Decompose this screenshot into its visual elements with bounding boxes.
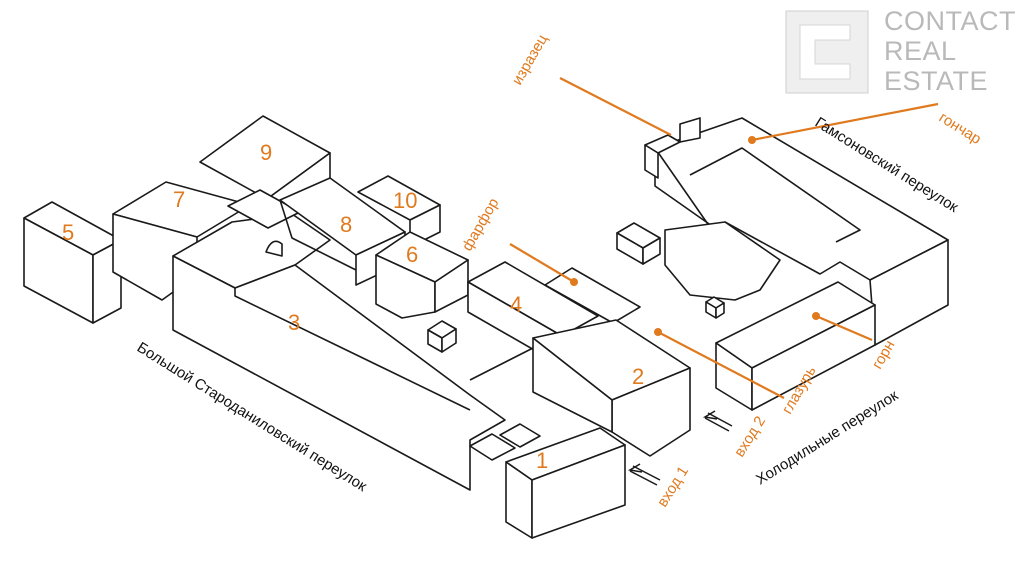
label-vkhod-2: вход 2 xyxy=(731,413,769,460)
building-1 xyxy=(469,423,626,539)
small-structure-b xyxy=(616,222,661,265)
label-farfor: фарфор xyxy=(459,195,503,254)
building-number-3: 3 xyxy=(288,310,300,335)
building-number-2: 2 xyxy=(632,364,644,389)
building-number-10: 10 xyxy=(393,188,417,213)
label-gonchar: гончар xyxy=(936,109,984,148)
entrance-2-arrow-icon xyxy=(702,410,733,432)
building-number-7: 7 xyxy=(173,187,185,212)
label-vkhod-1: вход 1 xyxy=(654,463,692,510)
contact-real-estate-logo: CONTACT REAL ESTATE xyxy=(785,6,1016,96)
logo-line-3: ESTATE xyxy=(884,66,988,96)
building-10 xyxy=(357,175,441,248)
pointer-izrazets: изразец xyxy=(509,31,672,136)
building-6 xyxy=(375,231,469,319)
entrance-2: вход 2 xyxy=(702,410,769,460)
label-izrazets: изразец xyxy=(509,31,552,88)
building-number-1: 1 xyxy=(536,448,548,473)
logo-line-1: CONTACT xyxy=(884,6,1016,36)
building-number-8: 8 xyxy=(340,212,352,237)
small-structure-c xyxy=(705,296,725,319)
building-number-4: 4 xyxy=(510,292,522,317)
building-number-6: 6 xyxy=(406,242,418,267)
building-number-5: 5 xyxy=(62,220,74,245)
logo-line-2: REAL xyxy=(884,36,957,66)
building-number-9: 9 xyxy=(260,140,272,165)
building-5 xyxy=(23,201,122,324)
building-right-complex xyxy=(644,117,949,411)
street-kholodilnye: Холодильные переулок xyxy=(753,387,901,489)
entrance-1-arrow-icon xyxy=(627,463,661,486)
small-structure-a xyxy=(427,320,457,353)
entrance-1: вход 1 xyxy=(627,463,692,510)
building-2 xyxy=(469,319,691,457)
